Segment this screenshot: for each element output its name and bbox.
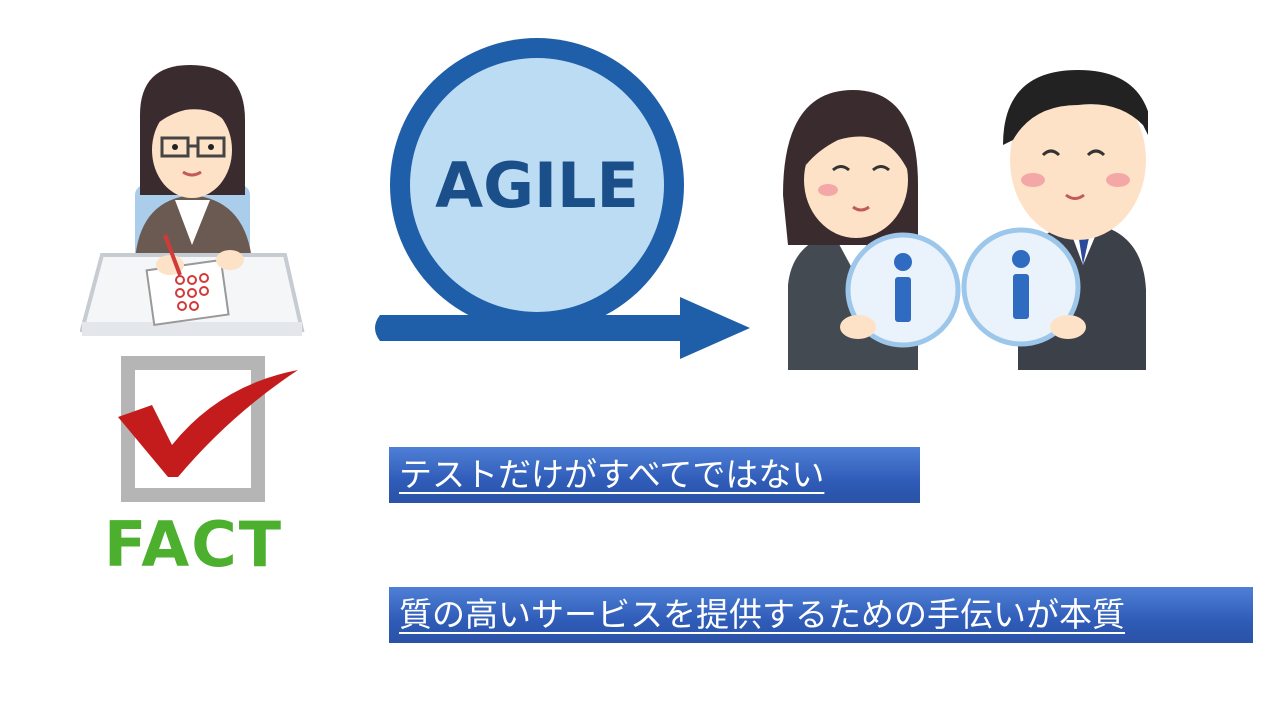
banner-quality-service: 質の高いサービスを提供するための手伝いが本質 — [389, 587, 1253, 643]
banner-test-not-everything: テストだけがすべてではない — [389, 447, 920, 503]
staff-info-icon — [783, 70, 1148, 370]
banner-text: 質の高いサービスを提供するための手伝いが本質 — [399, 595, 1125, 634]
banner-text: テストだけがすべてではない — [399, 455, 825, 494]
agile-loop-icon: AGILE — [375, 38, 750, 359]
agile-label: AGILE — [435, 149, 639, 222]
checkbox-check-icon — [118, 356, 298, 502]
fact-label: FACT — [104, 508, 284, 581]
tester-woman-icon — [80, 65, 305, 336]
